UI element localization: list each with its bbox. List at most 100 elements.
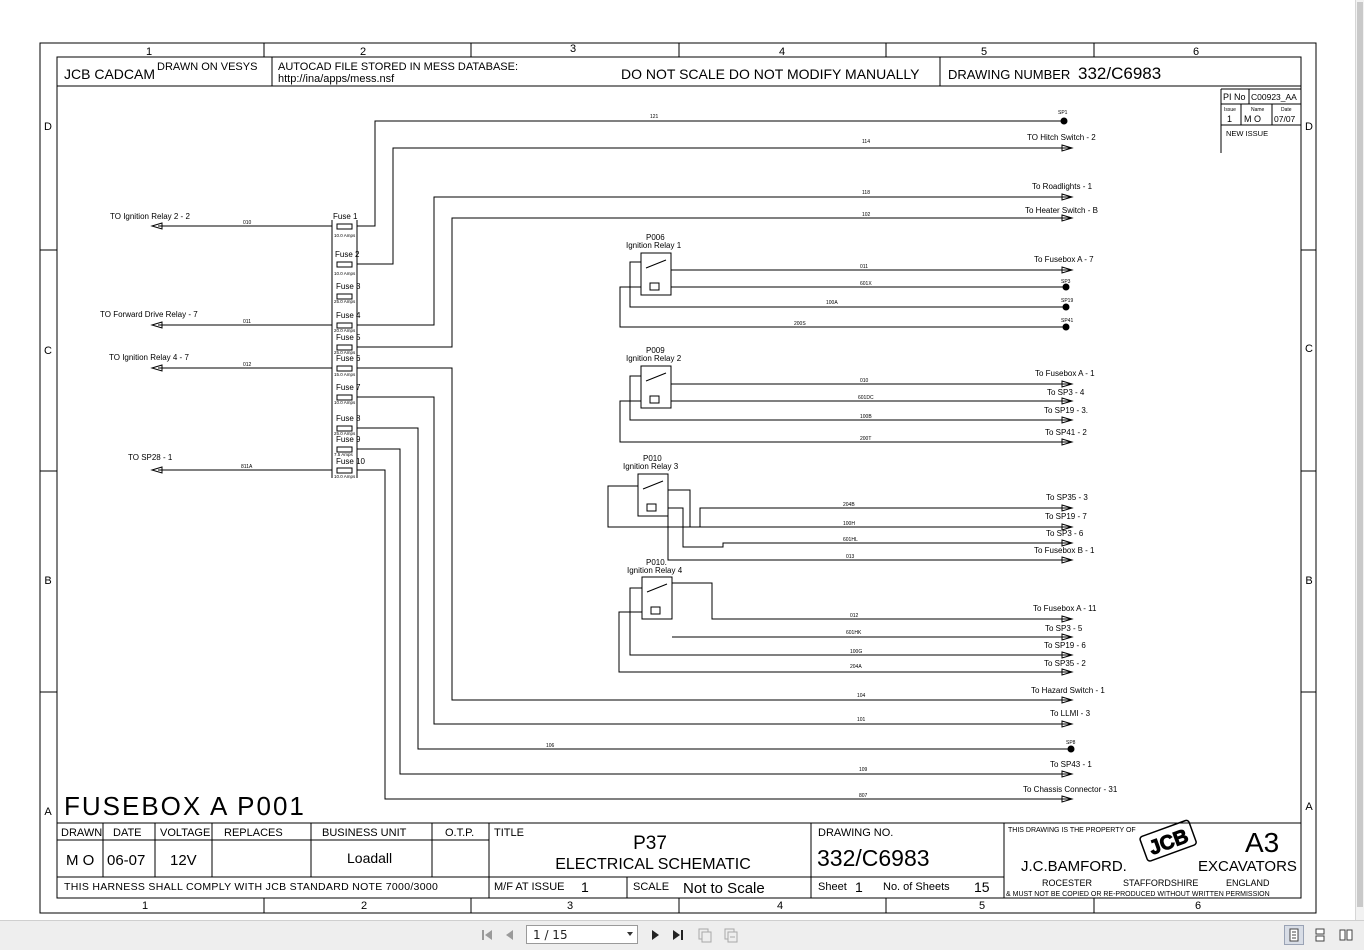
relay-id: P010. xyxy=(646,558,667,567)
wire-label: 601X xyxy=(860,281,872,287)
tb-title-line1: P37 xyxy=(633,833,667,854)
rev-name-value: M O xyxy=(1244,114,1261,124)
copy-page-icon[interactable] xyxy=(695,925,715,945)
tb-replaces-label: REPLACES xyxy=(224,827,283,839)
tb-no-sheets-label: No. of Sheets xyxy=(883,881,950,893)
wire-label: 121 xyxy=(650,114,659,120)
col-label-bottom: 2 xyxy=(361,900,367,912)
wire-label: 013 xyxy=(846,554,855,560)
viewer-toolbar: 1 / 15 xyxy=(0,920,1364,950)
row-label-right: A xyxy=(1305,801,1313,813)
wire-label: 104 xyxy=(857,693,866,699)
chevron-down-icon xyxy=(627,932,633,936)
fuse-label: Fuse 5 xyxy=(336,333,361,342)
tb-mf-label: M/F AT ISSUE xyxy=(494,881,565,893)
tb-title-line2: ELECTRICAL SCHEMATIC xyxy=(555,856,751,873)
col-label-top: 6 xyxy=(1193,46,1199,58)
col-label-bottom: 5 xyxy=(979,900,985,912)
splice-label: SP1 xyxy=(1058,110,1068,116)
document-viewport[interactable]: 1 2 3 4 5 6 1 2 3 4 5 6 D C B A D C B A … xyxy=(0,0,1364,920)
col-label-bottom: 4 xyxy=(777,900,783,912)
wire-label: 807 xyxy=(859,793,868,799)
fuse-label: Fuse 6 xyxy=(336,354,361,363)
wire-label: 012 xyxy=(850,613,859,619)
right-output-label: To LLMI - 3 xyxy=(1050,709,1091,718)
tb-drawn-label: DRAWN xyxy=(61,827,102,839)
right-output-label: To Fusebox A - 1 xyxy=(1035,369,1095,378)
left-output-label: TO Ignition Relay 4 - 7 xyxy=(109,353,189,362)
col-label-top: 3 xyxy=(570,43,576,55)
header-drawing-number-label: DRAWING NUMBER xyxy=(948,67,1070,82)
header-company: JCB CADCAM xyxy=(64,66,155,82)
wire-label: 012 xyxy=(243,362,252,368)
fuse-label: Fuse 7 xyxy=(336,383,361,392)
scrollbar-thumb[interactable] xyxy=(1357,2,1363,907)
tb-drawn-value: M O xyxy=(66,852,94,869)
single-page-view-icon[interactable] xyxy=(1284,925,1304,945)
right-output-label: To Fusebox A - 7 xyxy=(1034,255,1094,264)
wire-label: 601HK xyxy=(846,630,862,636)
tb-date-label: DATE xyxy=(113,827,142,839)
tb-sheet-value: 1 xyxy=(855,879,863,895)
fuse-label: Fuse 9 xyxy=(336,435,361,444)
wire-label: 114 xyxy=(862,139,870,145)
tb-voltage-label: VOLTAGE xyxy=(160,827,210,839)
row-label-left: A xyxy=(44,806,52,818)
right-output-label: To SP41 - 2 xyxy=(1045,428,1087,437)
fuse-label: Fuse 2 xyxy=(335,250,360,259)
tb-no-sheets-value: 15 xyxy=(974,879,990,895)
fuse-amps: 10.0 Amps xyxy=(334,271,356,276)
continuous-view-icon[interactable] xyxy=(1310,925,1330,945)
right-output-label: To SP3 - 4 xyxy=(1047,388,1085,397)
wire-label: 811A xyxy=(241,464,253,470)
relay-name: Ignition Relay 4 xyxy=(627,566,683,575)
two-page-view-icon[interactable] xyxy=(1336,925,1356,945)
relay-id: P010 xyxy=(643,454,662,463)
wire-label: 100H xyxy=(843,521,855,527)
fuse-amps: 15.0 Amps xyxy=(334,372,356,377)
left-output-label: TO Ignition Relay 2 - 2 xyxy=(110,212,190,221)
next-page-icon[interactable] xyxy=(645,925,665,945)
wire-label: 601HL xyxy=(843,537,858,543)
fuse-amps: 10.0 Amps xyxy=(334,233,356,238)
export-page-icon[interactable] xyxy=(721,925,741,945)
right-output-label: To SP43 - 1 xyxy=(1050,760,1092,769)
right-output-label: To SP3 - 6 xyxy=(1046,529,1084,538)
rev-date-label: Date xyxy=(1281,107,1292,113)
schematic-sheet: 1 2 3 4 5 6 1 2 3 4 5 6 D C B A D C B A … xyxy=(39,42,1317,914)
tb-property-note: THIS DRAWING IS THE PROPERTY OF xyxy=(1008,827,1136,834)
header-notice: DO NOT SCALE DO NOT MODIFY MANUALLY xyxy=(621,66,920,82)
previous-page-icon[interactable] xyxy=(500,925,520,945)
relay-name: Ignition Relay 2 xyxy=(626,354,682,363)
wire-label: 109 xyxy=(859,767,868,773)
tb-location-1: ROCESTER xyxy=(1042,878,1093,888)
relay-name: Ignition Relay 3 xyxy=(623,462,679,471)
col-label-bottom: 1 xyxy=(142,900,148,912)
first-page-icon[interactable] xyxy=(477,925,497,945)
splice-label: SP19 xyxy=(1061,298,1073,304)
page-select[interactable]: 1 / 15 xyxy=(526,925,638,944)
tb-sheet-label: Sheet xyxy=(818,881,847,893)
splice-label: SP41 xyxy=(1061,318,1073,324)
right-output-label: To SP35 - 3 xyxy=(1046,493,1088,502)
tb-scale-label: SCALE xyxy=(633,881,669,893)
tb-title-label: TITLE xyxy=(494,827,524,839)
wire-label: 011 xyxy=(243,319,251,325)
right-output-label: To SP19 - 3. xyxy=(1044,406,1088,415)
row-label-right: C xyxy=(1305,343,1313,355)
splice-label: SP3 xyxy=(1061,279,1071,285)
wire-label: 204B xyxy=(843,502,855,508)
tb-mf-value: 1 xyxy=(581,879,589,895)
row-label-right: D xyxy=(1305,121,1313,133)
fuse-label: Fuse 3 xyxy=(336,282,361,291)
tb-otp-label: O.T.P. xyxy=(445,827,474,839)
right-output-label: To Fusebox A - 11 xyxy=(1033,604,1097,613)
tb-drawing-no-label: DRAWING NO. xyxy=(818,827,893,839)
last-page-icon[interactable] xyxy=(668,925,688,945)
right-output-label: To SP35 - 2 xyxy=(1044,659,1086,668)
rev-pi-value: C00923_AA xyxy=(1251,92,1297,102)
tb-business-unit-value: Loadall xyxy=(347,850,392,866)
vertical-scrollbar[interactable] xyxy=(1355,0,1364,920)
header-autocad-line1: AUTOCAD FILE STORED IN MESS DATABASE: xyxy=(278,61,518,73)
tb-location-3: ENGLAND xyxy=(1226,878,1270,888)
